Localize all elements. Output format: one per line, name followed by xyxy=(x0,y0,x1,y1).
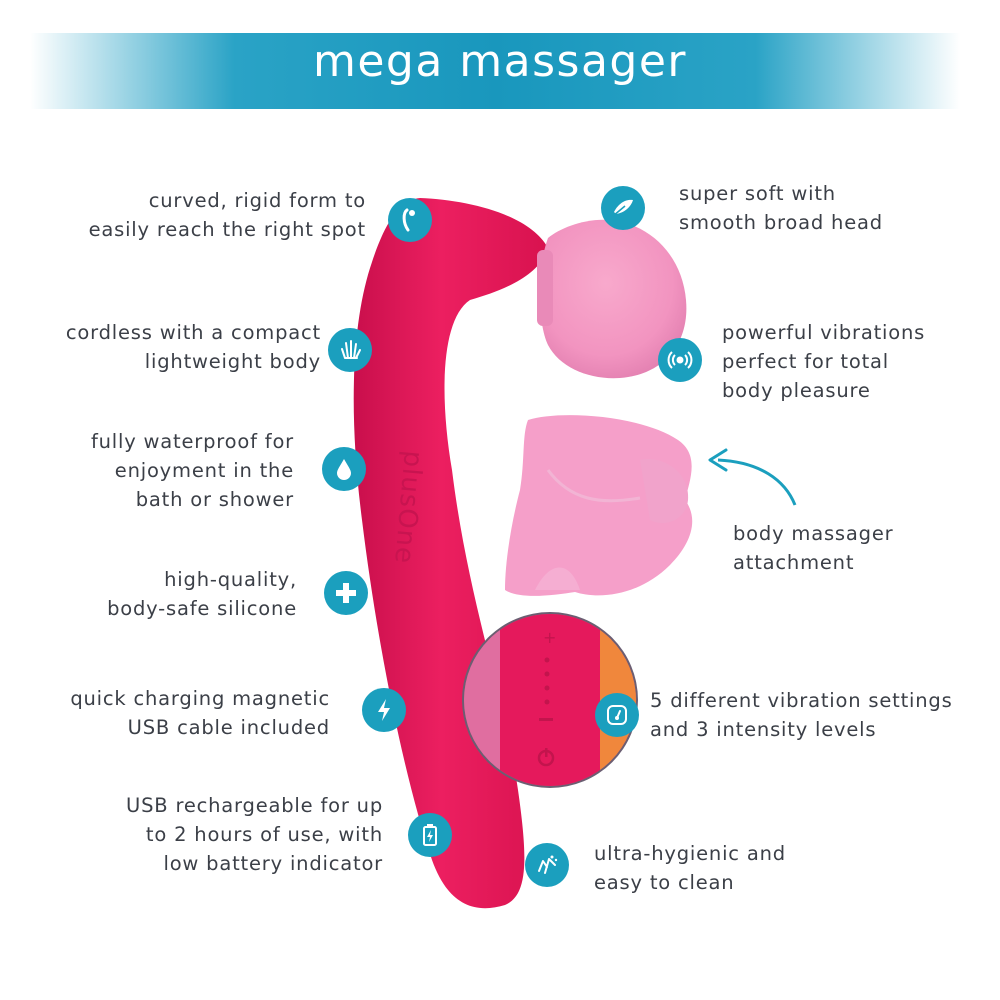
title-banner xyxy=(30,33,960,109)
feature-vibrations: powerful vibrations perfect for total bo… xyxy=(722,321,926,402)
feature-soft-head: super soft with smooth broad head xyxy=(679,182,883,234)
feature-silicone: high-quality, body-safe silicone xyxy=(107,568,297,620)
feature-cordless: cordless with a compact lightweight body xyxy=(65,321,321,373)
feature-charging-cable: quick charging magnetic USB cable includ… xyxy=(70,687,330,739)
gauge-icon xyxy=(595,693,639,737)
massager-head xyxy=(537,219,687,379)
hand-icon xyxy=(328,328,372,372)
feature-settings: 5 different vibration settings and 3 int… xyxy=(650,689,953,741)
water-drop-icon xyxy=(322,447,366,491)
curve-icon xyxy=(388,198,432,242)
feature-hygienic: ultra-hygienic and easy to clean xyxy=(594,842,786,894)
battery-icon xyxy=(408,813,452,857)
feature-curved-form: curved, rigid form to easily reach the r… xyxy=(88,189,366,241)
washing-hands-icon xyxy=(525,843,569,887)
feather-icon xyxy=(601,186,645,230)
feature-attachment: body massager attachment xyxy=(733,522,894,574)
page-title: mega massager xyxy=(312,36,688,87)
lightning-icon xyxy=(362,688,406,732)
feature-rechargeable: USB rechargeable for up to 2 hours of us… xyxy=(126,794,383,875)
pointer-arrow xyxy=(717,458,797,506)
svg-text:+: + xyxy=(543,628,556,647)
feature-waterproof: fully waterproof for enjoyment in the ba… xyxy=(90,430,294,511)
vibration-icon xyxy=(658,338,702,382)
body-massager-attachment xyxy=(505,415,693,596)
plus-icon xyxy=(324,571,368,615)
